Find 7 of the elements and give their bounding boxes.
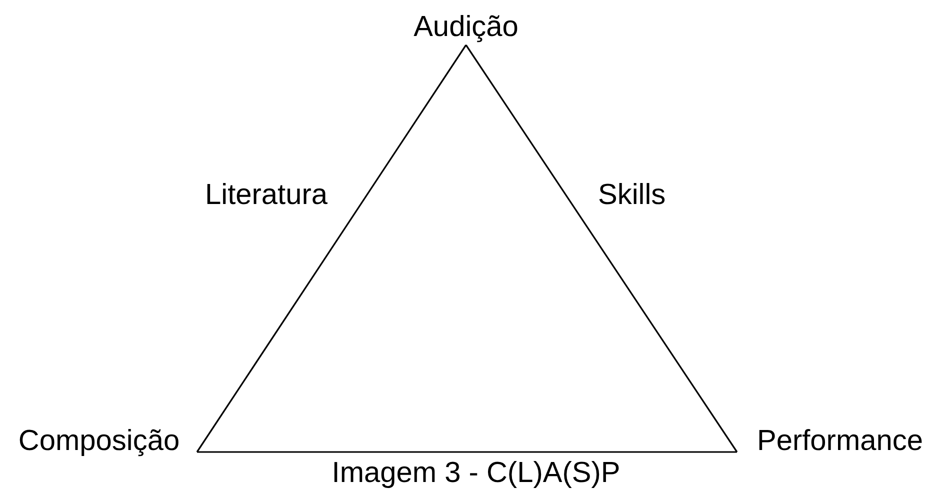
vertex-label: Composição — [4, 424, 194, 458]
caption: Imagem 3 - C(L)A(S)P — [330, 456, 622, 490]
triangle-side-line — [197, 451, 737, 453]
vertex-label: Performance — [740, 424, 940, 458]
triangle-side-line — [196, 44, 467, 452]
vertex-label: Audição — [400, 10, 532, 44]
triangle-side-line — [465, 44, 738, 452]
